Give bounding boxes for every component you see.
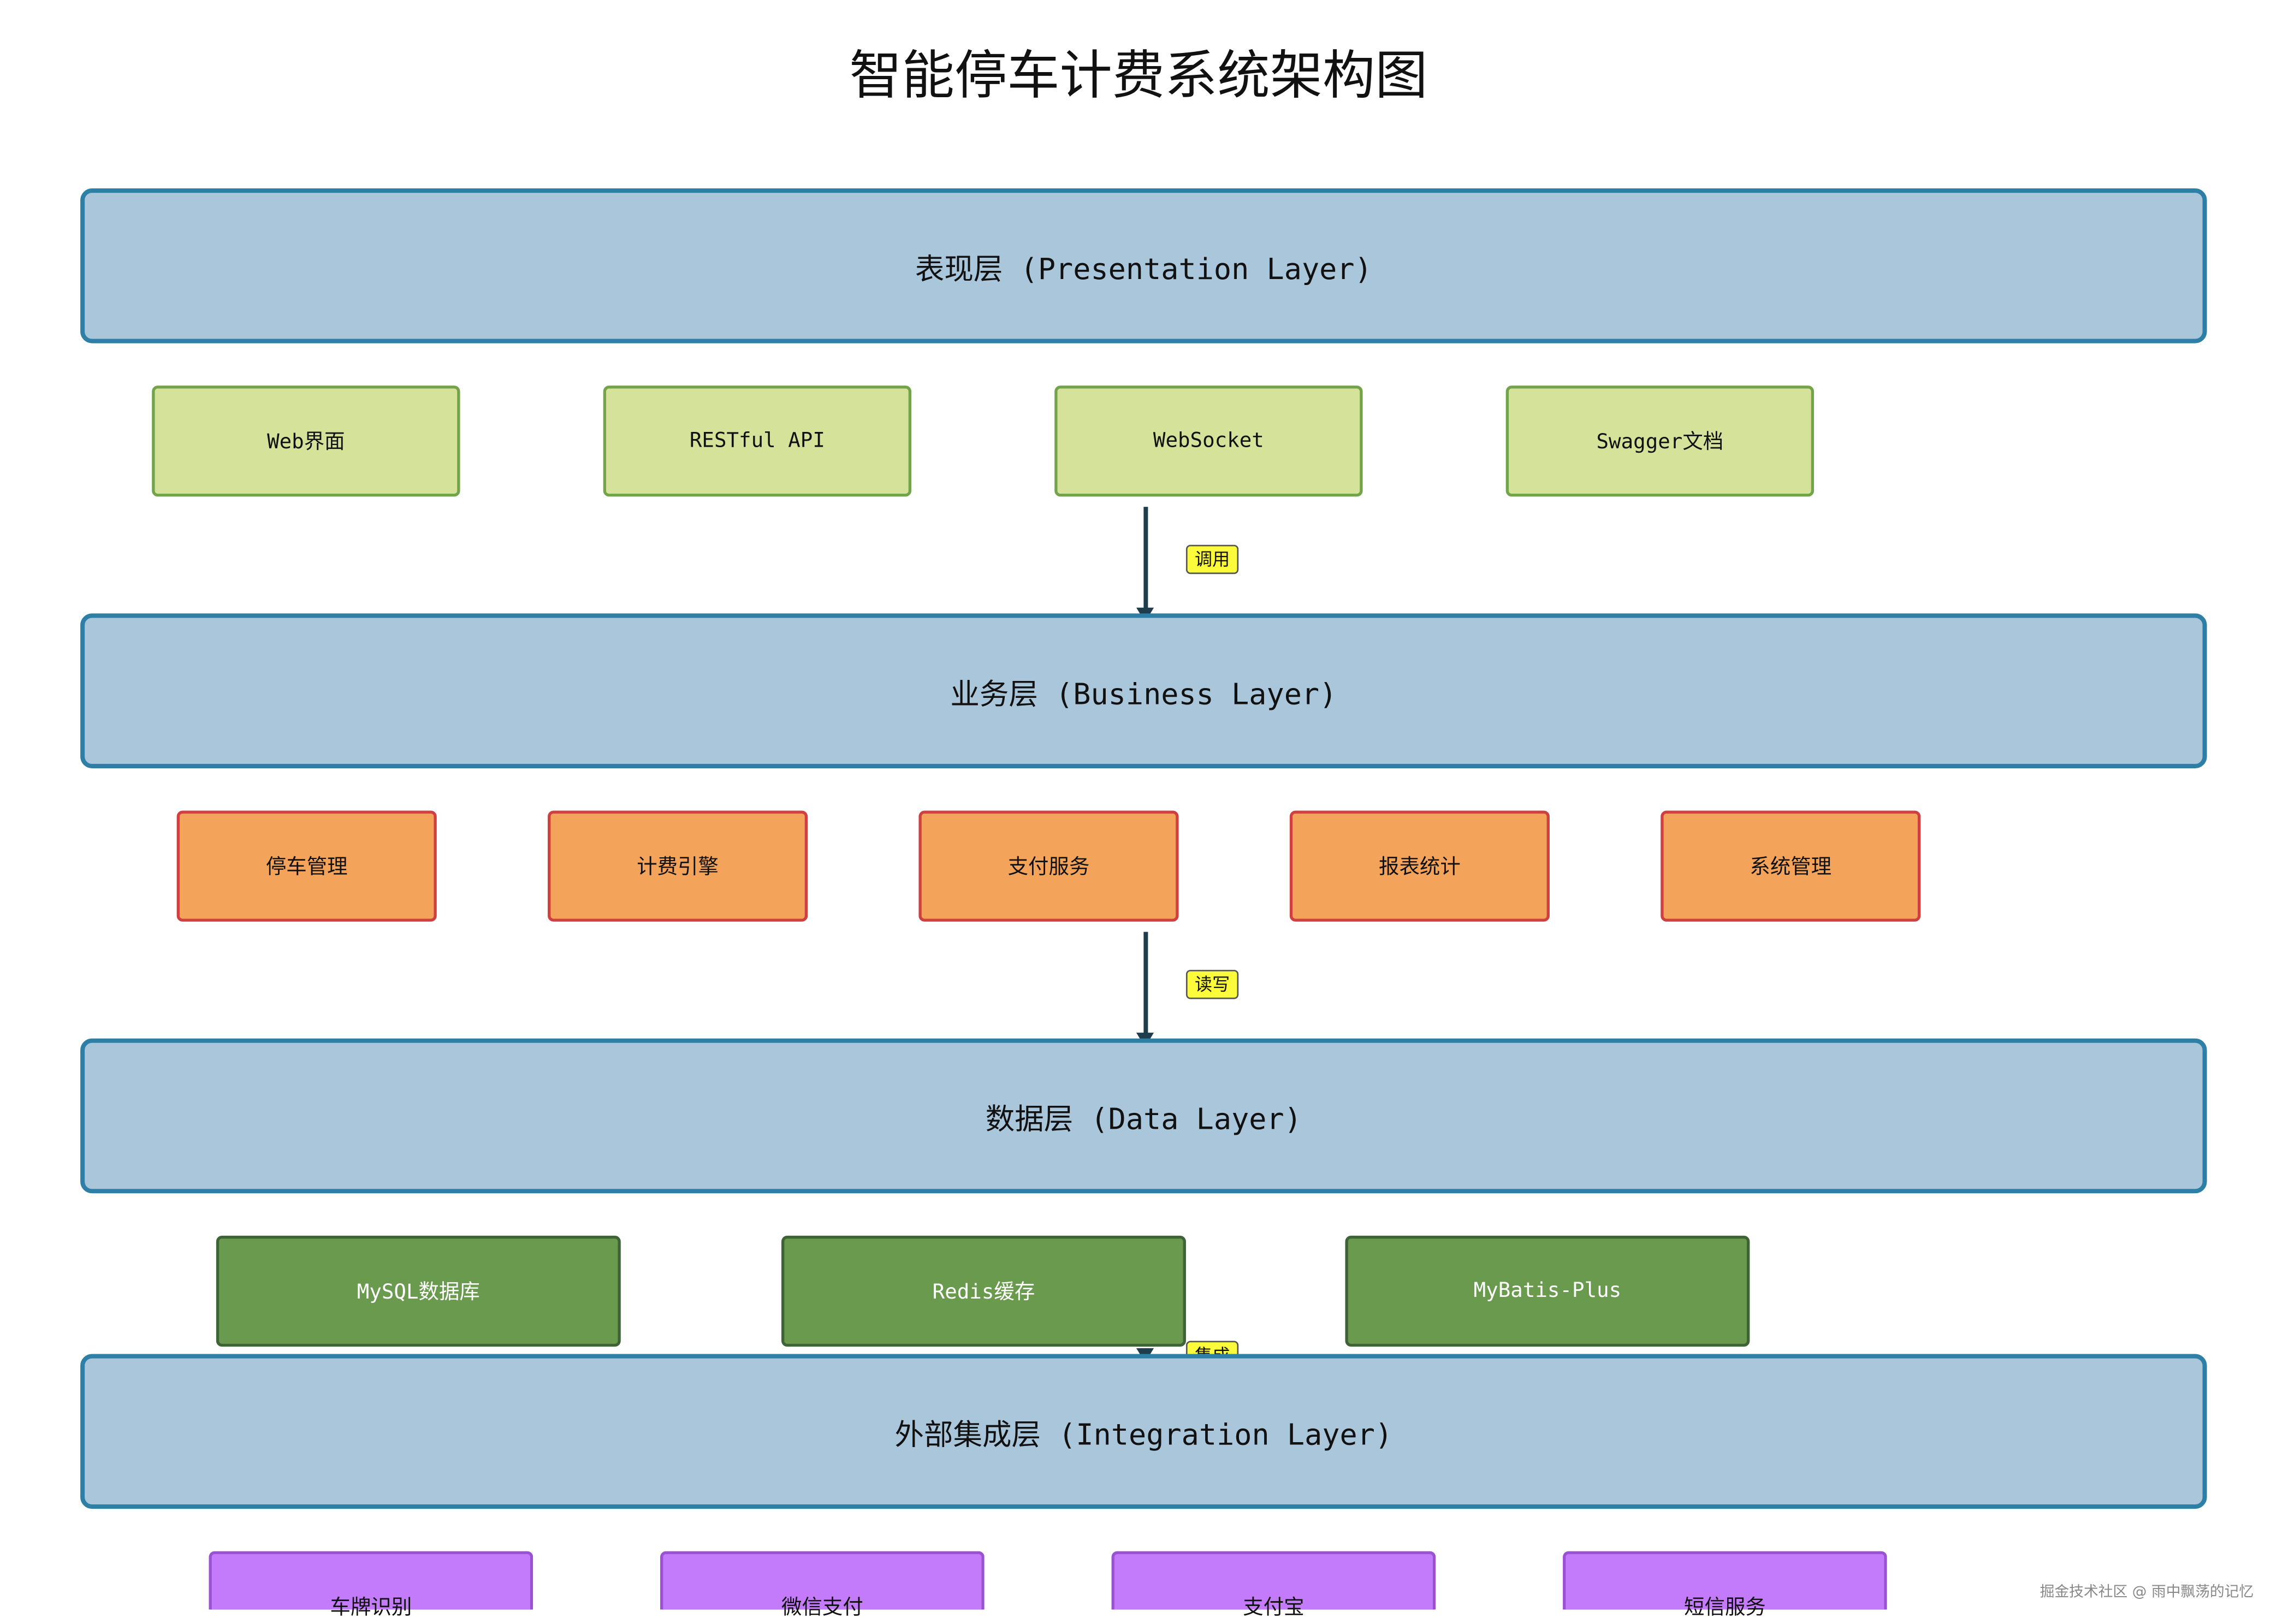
data-layer: 数据层 (Data Layer)	[80, 1038, 2207, 1194]
watermark: 掘金技术社区 @ 雨中飘荡的记忆	[2039, 1585, 2254, 1601]
wechat-pay-node	[660, 1551, 985, 1610]
edge-label-read-write: 读写	[1185, 970, 1239, 999]
system-management-node: 系统管理	[1661, 810, 1921, 922]
websocket-node: WebSocket	[1054, 386, 1363, 497]
business-layer: 业务层 (Business Layer)	[80, 613, 2207, 768]
parking-management-node: 停车管理	[176, 810, 437, 922]
swagger-docs-node: Swagger文档	[1505, 386, 1815, 497]
sms-service-node	[1563, 1551, 1887, 1610]
alipay-label: 支付宝	[1243, 1596, 1304, 1620]
call-arrow	[1136, 507, 1154, 623]
integration-layer: 外部集成层 (Integration Layer)	[80, 1354, 2207, 1509]
read-write-arrow	[1136, 932, 1154, 1047]
mysql-node: MySQL数据库	[216, 1235, 621, 1347]
restful-api-node: RESTful API	[603, 386, 912, 497]
sms-service-label: 短信服务	[1684, 1596, 1766, 1620]
redis-node: Redis缓存	[781, 1235, 1186, 1347]
billing-engine-node: 计费引擎	[548, 810, 808, 922]
plate-recognition-label: 车牌识别	[330, 1596, 412, 1620]
web-ui-node: Web界面	[152, 386, 460, 497]
alipay-node	[1111, 1551, 1436, 1610]
edge-label-call: 调用	[1185, 544, 1239, 574]
plate-recognition-node	[209, 1551, 533, 1610]
diagram-title: 智能停车计费系统架构图	[849, 46, 1428, 107]
wechat-pay-label: 微信支付	[781, 1596, 863, 1620]
payment-service-node: 支付服务	[918, 810, 1179, 922]
report-statistics-node: 报表统计	[1289, 810, 1550, 922]
presentation-layer: 表现层 (Presentation Layer)	[80, 188, 2207, 343]
mybatis-plus-node: MyBatis-Plus	[1345, 1235, 1750, 1347]
